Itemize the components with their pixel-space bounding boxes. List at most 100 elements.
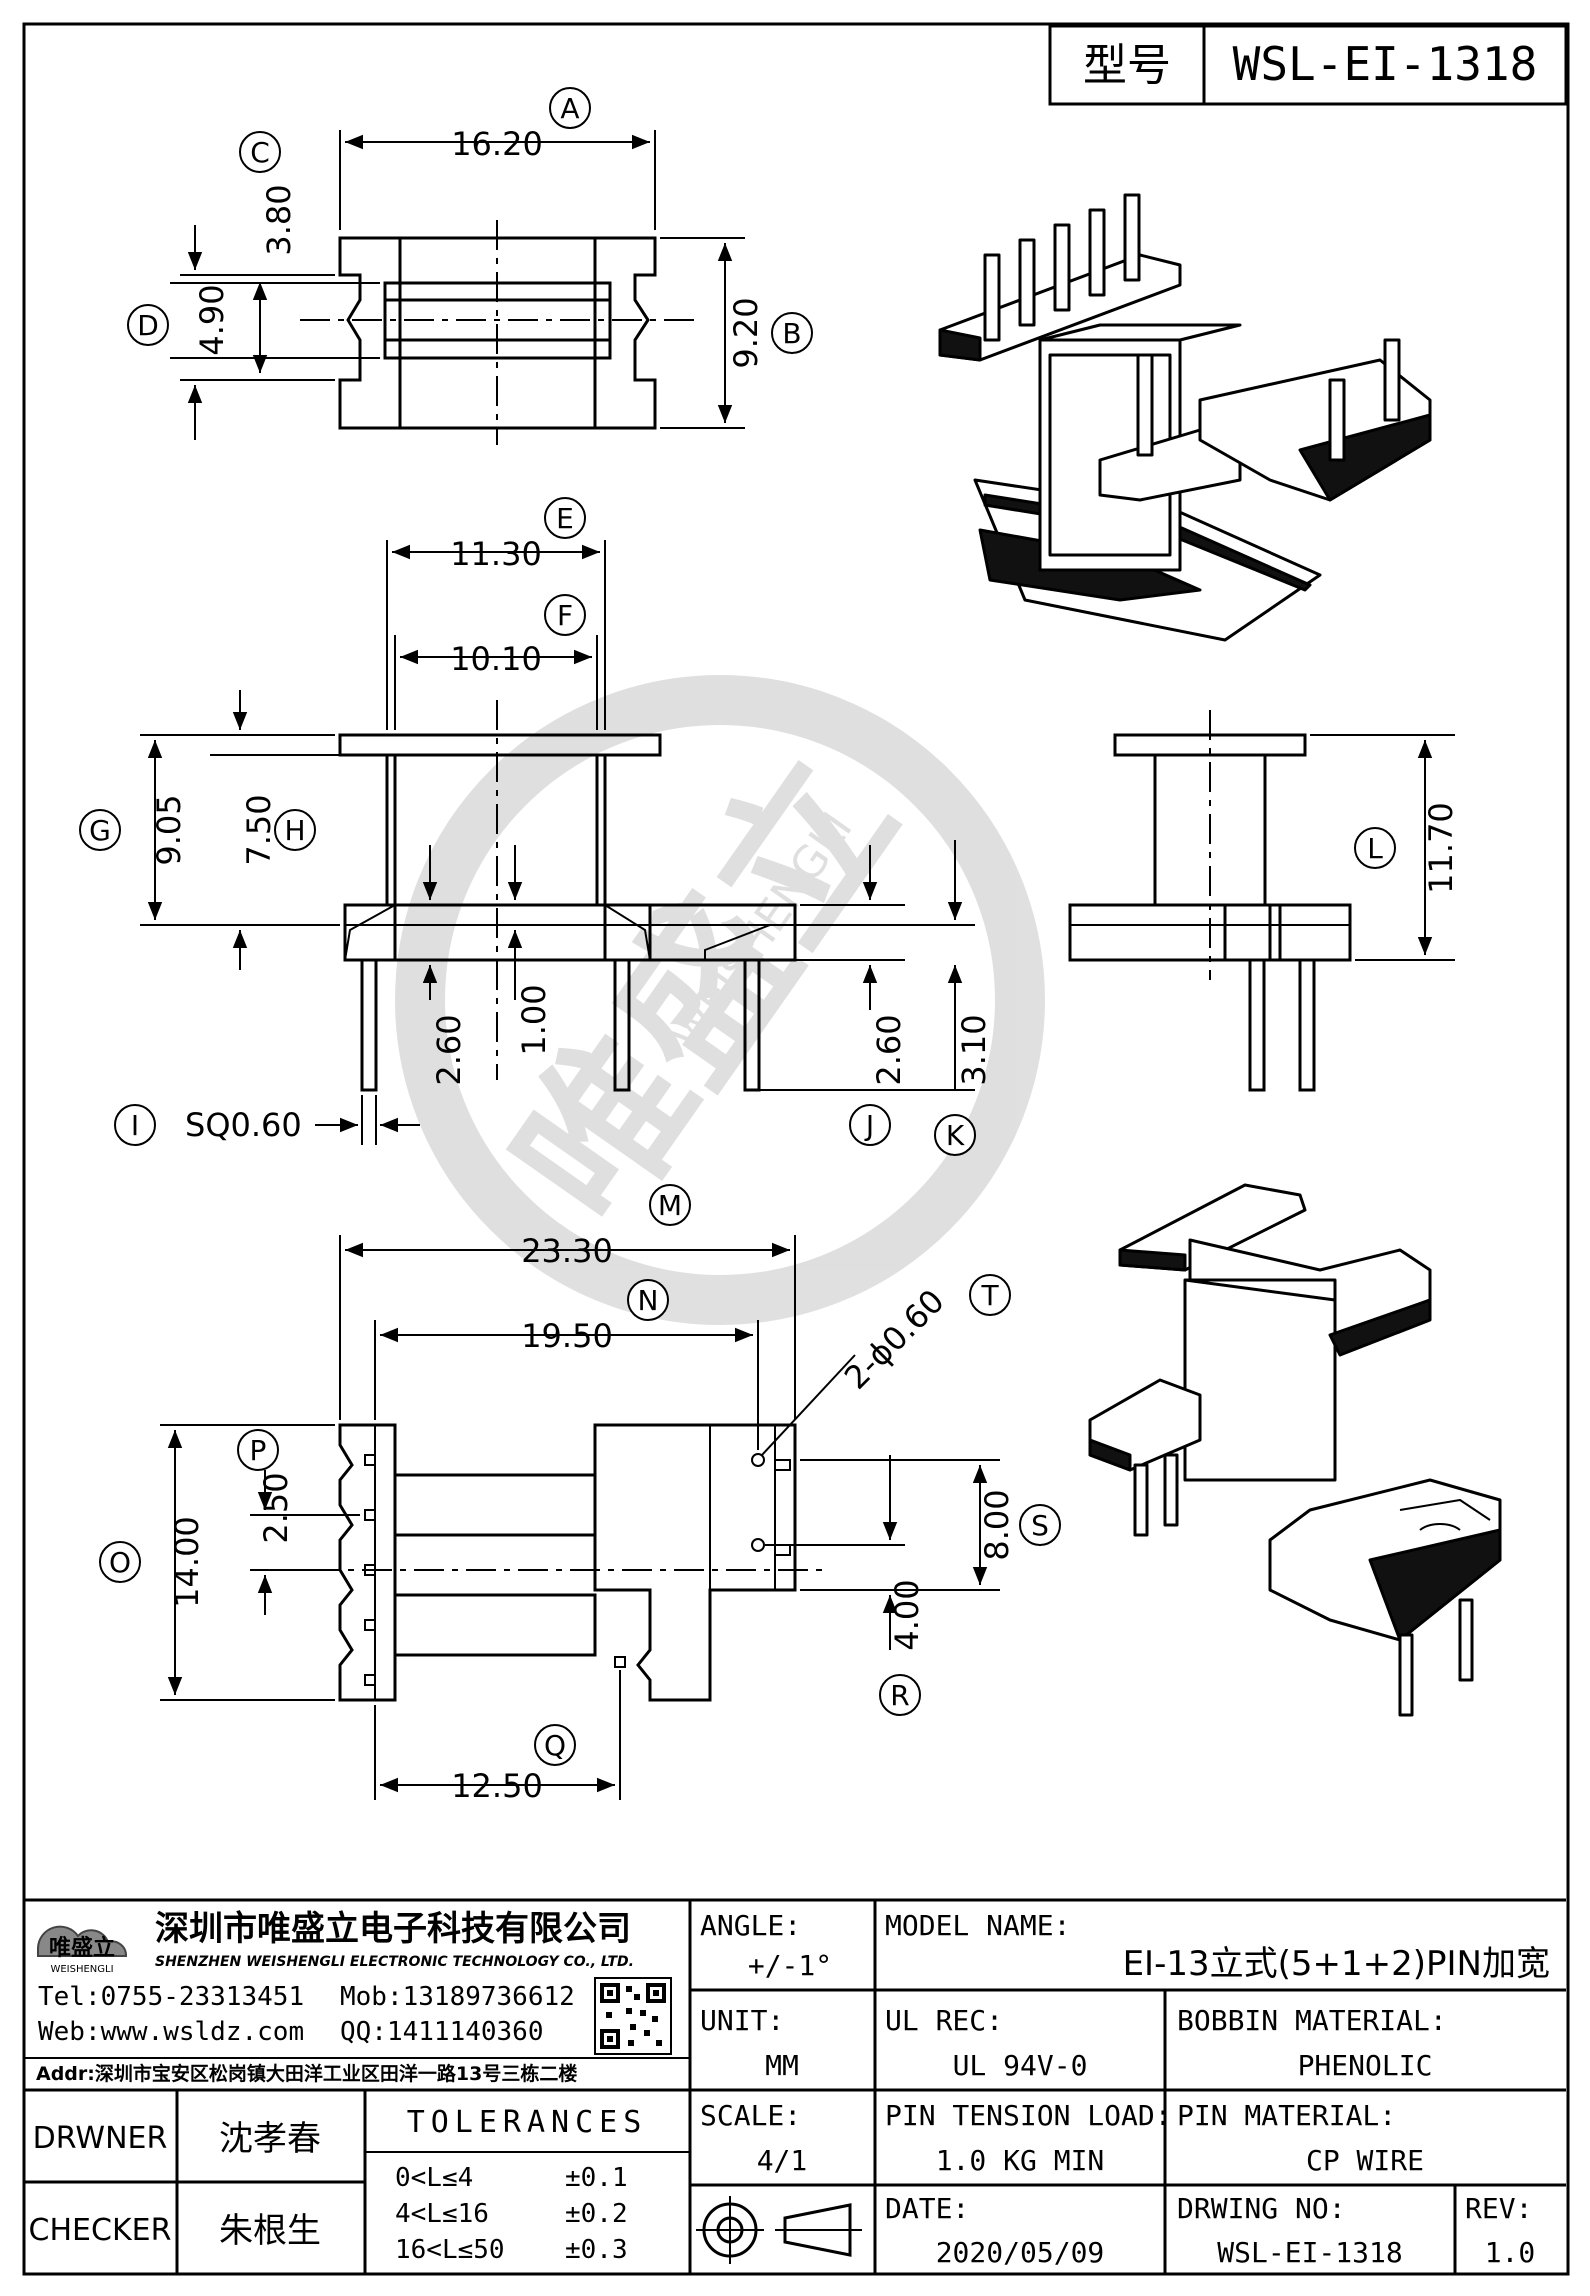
- callout-g: G: [79, 809, 121, 851]
- iso-bottom-pins: [1133, 1453, 1474, 1717]
- dim-j-text: 2.60: [870, 1014, 908, 1085]
- svg-text:O: O: [109, 1546, 131, 1579]
- unit-value: MM: [765, 2049, 799, 2082]
- front-view-dims: [140, 540, 975, 1145]
- callout-m: M: [649, 1184, 691, 1226]
- top-view-labels: 16.20 3.80 4.90 9.20 A C D B: [127, 87, 813, 369]
- dim-g-text: 9.05: [150, 794, 188, 865]
- svg-text:I: I: [131, 1109, 139, 1142]
- callout-s: S: [1019, 1504, 1061, 1546]
- callout-f: F: [544, 594, 586, 636]
- date-value: 2020/05/09: [936, 2236, 1105, 2269]
- model-name-label: MODEL NAME:: [885, 1909, 1070, 1942]
- dim-f-text: 10.10: [450, 640, 542, 678]
- tolerances-title: TOLERANCES: [407, 2105, 648, 2140]
- title-block: [24, 1898, 1566, 2274]
- dim-h-text: 7.50: [240, 794, 278, 865]
- unit-label: UNIT:: [700, 2004, 784, 2037]
- angle-value: +/-1°: [748, 1949, 832, 1982]
- side-view-labels: 11.70 L: [1354, 802, 1460, 894]
- angle-label: ANGLE:: [700, 1909, 801, 1942]
- svg-text:L: L: [1367, 832, 1383, 865]
- svg-text:F: F: [557, 599, 573, 632]
- dim-m-text: 23.30: [521, 1232, 613, 1270]
- tol-range-0: 0<L≤4: [395, 2163, 473, 2193]
- dim-s-text: 8.00: [978, 1489, 1016, 1560]
- pin-mat-value: CP WIRE: [1306, 2144, 1424, 2177]
- dim-n-text: 19.50: [521, 1317, 613, 1355]
- model-label: 型号: [1083, 40, 1171, 91]
- tol-range-1: 4<L≤16: [395, 2199, 489, 2229]
- tension-value: 1.0 KG MIN: [936, 2144, 1105, 2177]
- front-view: [338, 700, 797, 1092]
- svg-text:K: K: [946, 1119, 965, 1152]
- projection-symbol-icon: [696, 2196, 862, 2264]
- bobbin-label: BOBBIN MATERIAL:: [1177, 2004, 1447, 2037]
- isometric-view-top: [938, 193, 1432, 642]
- callout-d: D: [127, 304, 169, 346]
- bottom-pins: [364, 1453, 765, 1686]
- callout-h: H: [274, 809, 316, 851]
- model-title-box: 型号 WSL-EI-1318: [1048, 24, 1568, 106]
- checker-label: CHECKER: [29, 2213, 172, 2248]
- callout-t: T: [969, 1274, 1011, 1316]
- side-view-dims: [1310, 734, 1455, 961]
- front-view-labels: 11.30 10.10 9.05 7.50 2.60 1.00 2.60 3.1…: [79, 497, 993, 1156]
- drawer-value: 沈孝春: [219, 2119, 321, 2159]
- dim-l-text: 11.70: [1422, 802, 1460, 894]
- tol-value-1: ±0.2: [565, 2199, 628, 2229]
- svg-text:H: H: [284, 814, 305, 847]
- company-mob: Mob:13189736612: [340, 1982, 575, 2012]
- dim-b-text: 9.20: [727, 297, 765, 368]
- iso-top-pins: [983, 193, 1401, 462]
- tol-range-2: 16<L≤50: [395, 2235, 505, 2265]
- dim-d-text: 4.90: [193, 284, 231, 355]
- scale-label: SCALE:: [700, 2099, 801, 2132]
- rev-label: REV:: [1465, 2192, 1532, 2225]
- bottom-view: [310, 1423, 830, 1702]
- svg-text:J: J: [864, 1109, 874, 1142]
- qr-code: [594, 1977, 672, 2055]
- date-label: DATE:: [885, 2192, 969, 2225]
- scale-value: 4/1: [757, 2144, 808, 2177]
- company-qq: QQ:1411140360: [340, 2017, 544, 2047]
- dim-k-text: 3.10: [955, 1014, 993, 1085]
- dim-r-text: 4.00: [888, 1579, 926, 1650]
- tension-label: PIN TENSION LOAD:: [885, 2099, 1172, 2132]
- isometric-view-bottom: [1088, 1183, 1502, 1717]
- drawer-label: DRWNER: [33, 2121, 168, 2156]
- dim-pin-len-text: 2.60: [430, 1014, 468, 1085]
- bobbin-value: PHENOLIC: [1298, 2049, 1433, 2082]
- callout-b: B: [771, 312, 813, 354]
- top-view: [300, 220, 700, 445]
- callout-j: J: [849, 1104, 891, 1146]
- callout-r: R: [879, 1674, 921, 1716]
- pin-mat-label: PIN MATERIAL:: [1177, 2099, 1396, 2132]
- svg-text:M: M: [658, 1189, 682, 1222]
- callout-k: K: [934, 1114, 976, 1156]
- company-info: 深圳市唯盛立电子科技有限公司 SHENZHEN WEISHENGLI ELECT…: [36, 1909, 634, 2085]
- sheet-border: [22, 22, 1570, 2276]
- callout-a: A: [549, 87, 591, 129]
- company-logo: 唯盛立 WEISHENGLI: [37, 1925, 128, 1975]
- callout-n: N: [627, 1279, 669, 1321]
- drwno-label: DRWING NO:: [1177, 2192, 1346, 2225]
- dim-e-text: 11.30: [450, 535, 542, 573]
- checker-value: 朱根生: [219, 2211, 321, 2251]
- svg-text:N: N: [638, 1284, 659, 1317]
- dim-o-text: 14.00: [168, 1516, 206, 1608]
- callout-e: E: [544, 497, 586, 539]
- info-cells: ANGLE: +/-1° MODEL NAME: EI-13立式(5+1+2)P…: [700, 1909, 1550, 2269]
- ul-value: UL 94V-0: [953, 2049, 1088, 2082]
- company-addr: Addr:深圳市宝安区松岗镇大田洋工业区田洋一路13号三栋二楼: [36, 2062, 577, 2085]
- top-view-dims: [170, 130, 745, 440]
- svg-text:A: A: [560, 92, 579, 125]
- svg-text:P: P: [250, 1434, 267, 1467]
- logo-subtext: WEISHENGLI: [50, 1964, 113, 1975]
- svg-text:B: B: [782, 317, 801, 350]
- side-view: [1068, 710, 1352, 1092]
- dim-p-text: 2.50: [257, 1472, 295, 1543]
- svg-text:R: R: [890, 1679, 909, 1712]
- svg-text:G: G: [89, 814, 111, 847]
